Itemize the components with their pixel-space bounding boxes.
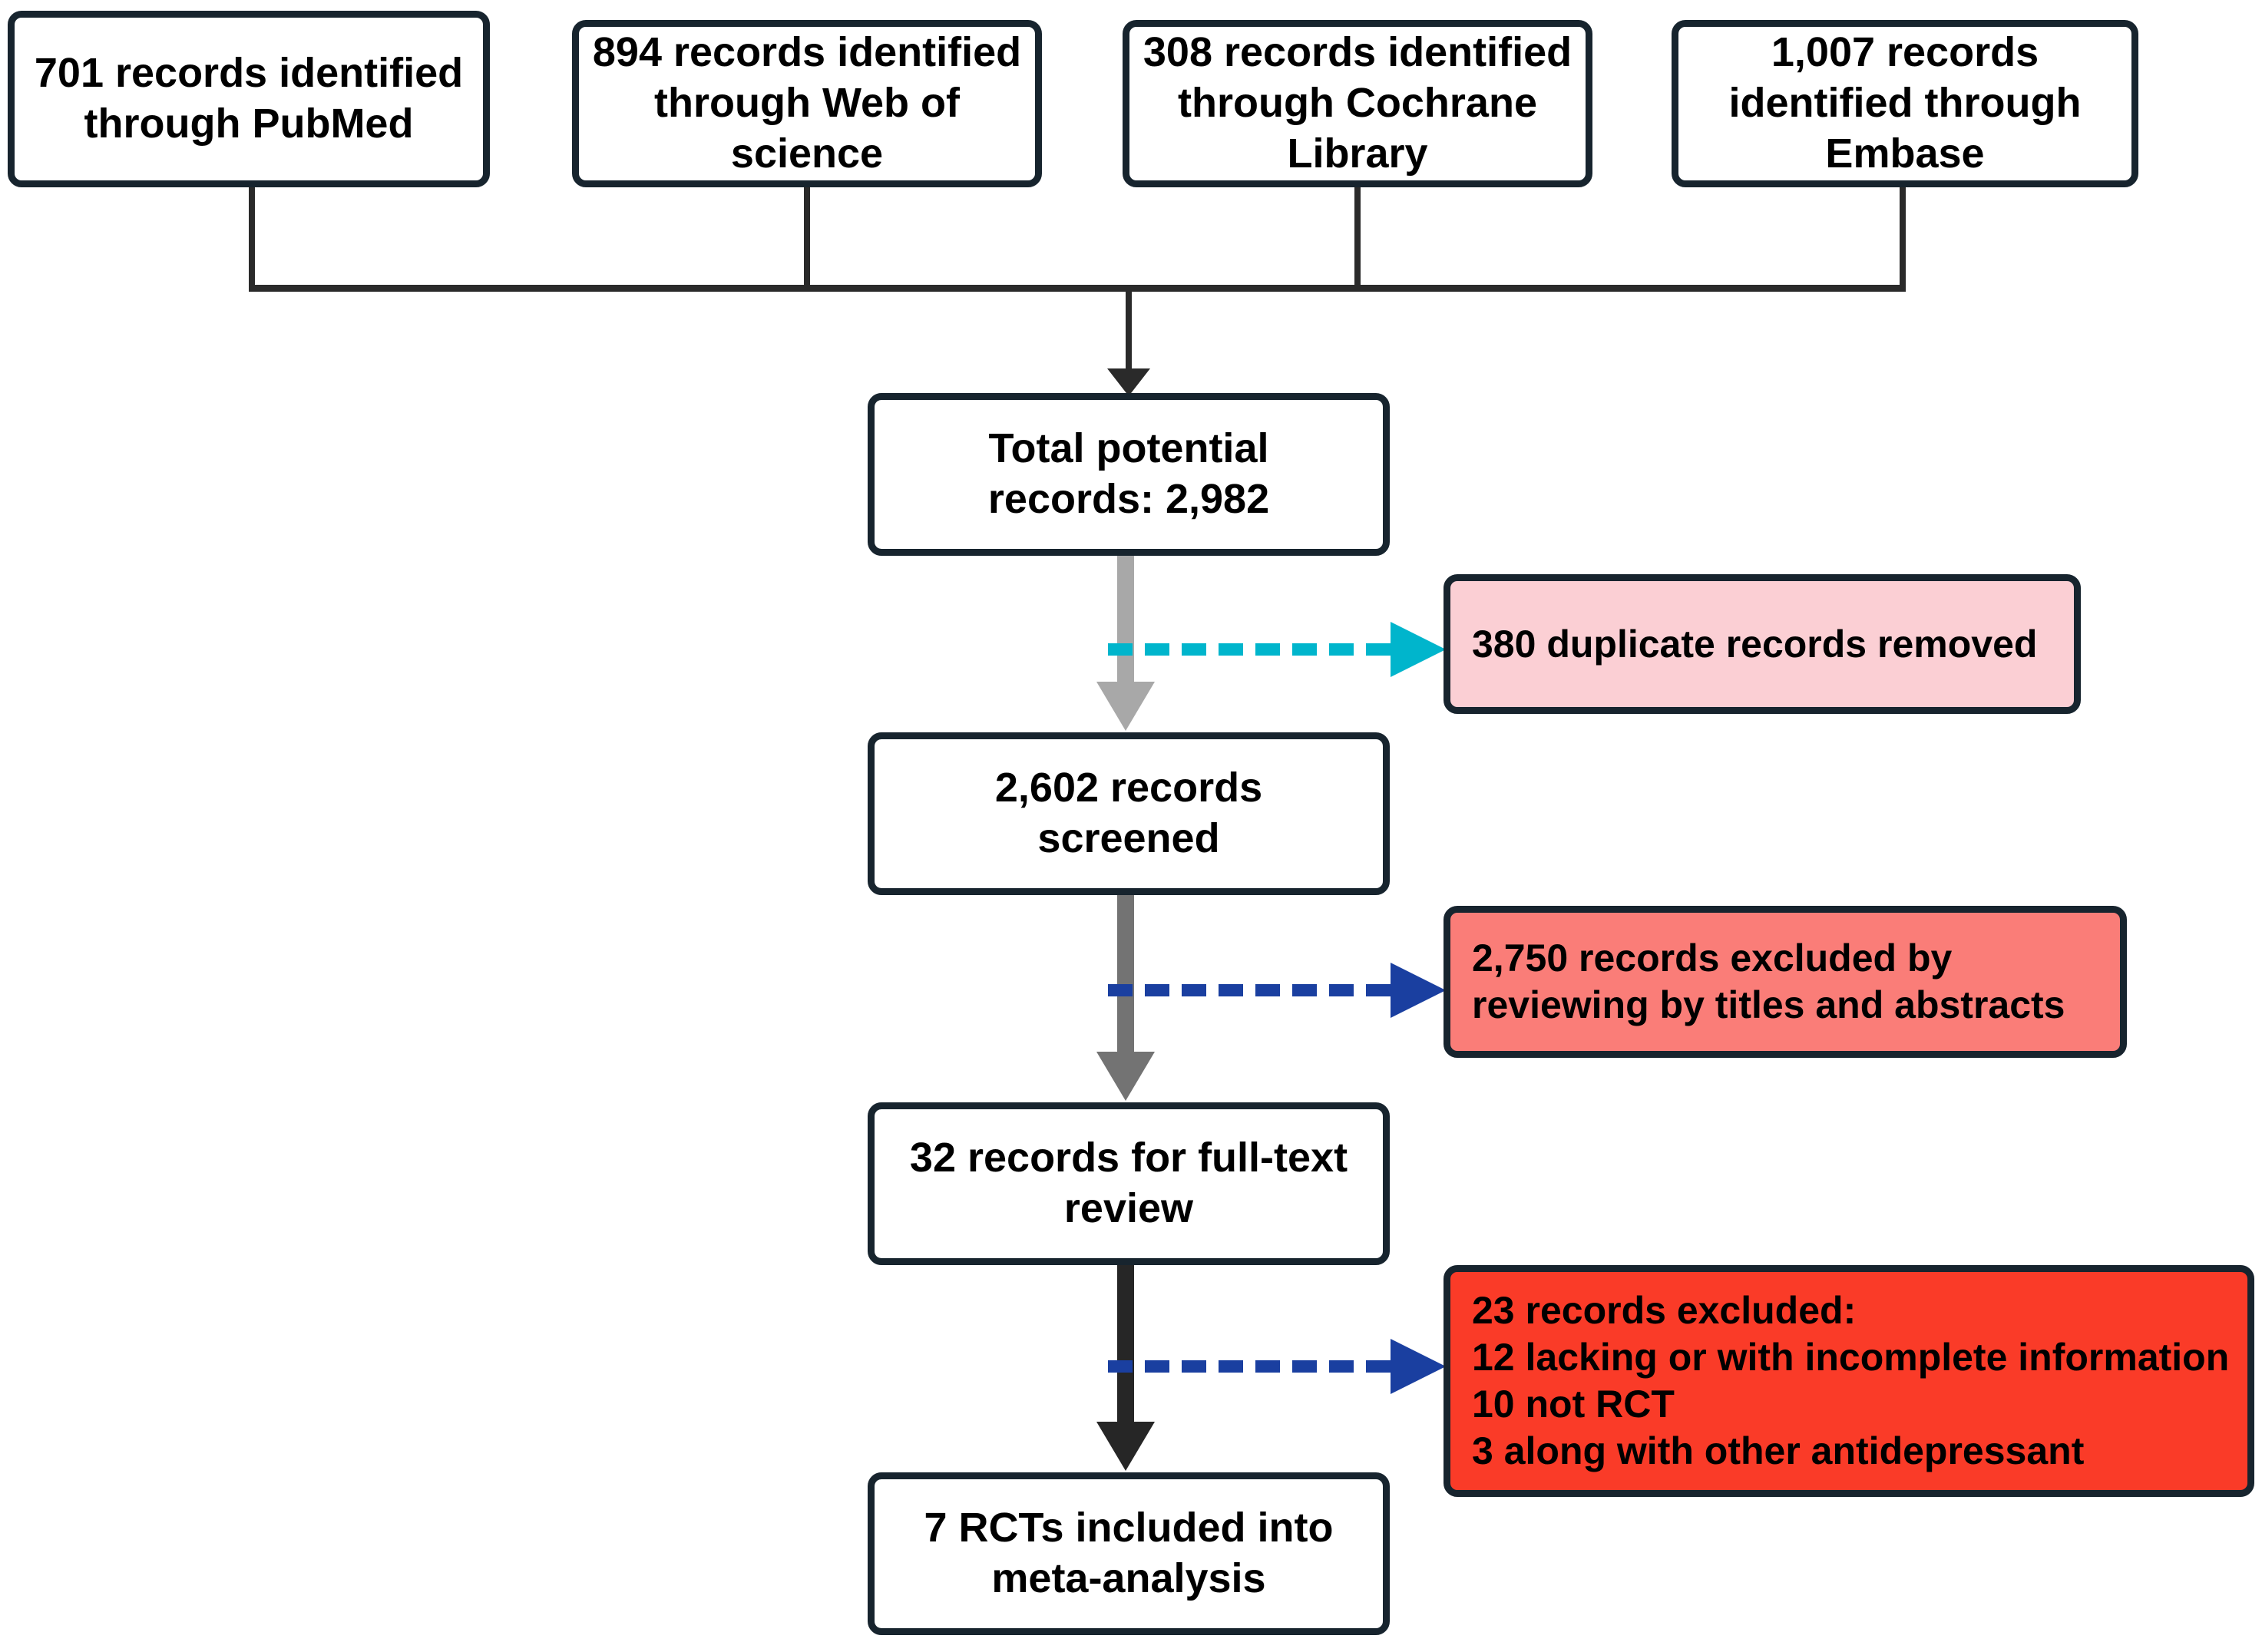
flow-arrow-fulltext-to-included-head xyxy=(1096,1422,1155,1471)
flow-box-total-potential-records: Total potential records: 2,982 xyxy=(868,393,1390,556)
flow-box-full-text-review: 32 records for full-text review xyxy=(868,1102,1390,1265)
flow-arrow-total-to-screened-shaft xyxy=(1117,556,1134,686)
connector-drop-embase xyxy=(1900,187,1906,290)
connector-drop-pubmed xyxy=(249,187,255,290)
source-box-pubmed: 701 records identified through PubMed xyxy=(8,11,490,187)
exclusion-box-title-abstract: 2,750 records excluded by reviewing by t… xyxy=(1444,906,2127,1058)
flow-arrow-total-to-screened-head xyxy=(1096,682,1155,731)
source-box-embase: 1,007 records identified through Embase xyxy=(1672,20,2138,187)
exclusion-arrow-title-abstract-line xyxy=(1108,984,1391,996)
flow-box-records-screened: 2,602 records screened xyxy=(868,732,1390,895)
source-box-cochrane-library: 308 records identified through Cochrane … xyxy=(1123,20,1592,187)
connector-manifold-arrowhead xyxy=(1107,368,1150,396)
connector-drop-web-of-science xyxy=(804,187,810,290)
exclusion-arrow-fulltext-line xyxy=(1108,1360,1391,1373)
connector-drop-cochrane xyxy=(1354,187,1361,290)
exclusion-arrow-duplicates-head xyxy=(1391,622,1446,677)
exclusion-arrow-title-abstract-head xyxy=(1391,963,1446,1018)
flow-arrow-screened-to-fulltext-shaft xyxy=(1117,895,1134,1056)
flow-box-included-rcts: 7 RCTs included into meta-analysis xyxy=(868,1472,1390,1635)
connector-manifold-bar xyxy=(249,285,1906,292)
source-box-web-of-science: 894 records identified through Web of sc… xyxy=(572,20,1042,187)
flow-arrow-fulltext-to-included-shaft xyxy=(1117,1265,1134,1426)
exclusion-arrow-duplicates-line xyxy=(1108,643,1391,656)
flow-arrow-screened-to-fulltext-head xyxy=(1096,1052,1155,1101)
exclusion-arrow-fulltext-head xyxy=(1391,1339,1446,1394)
exclusion-box-duplicates: 380 duplicate records removed xyxy=(1444,574,2081,714)
connector-manifold-stem xyxy=(1126,285,1132,373)
exclusion-box-fulltext: 23 records excluded: 12 lacking or with … xyxy=(1444,1265,2254,1497)
